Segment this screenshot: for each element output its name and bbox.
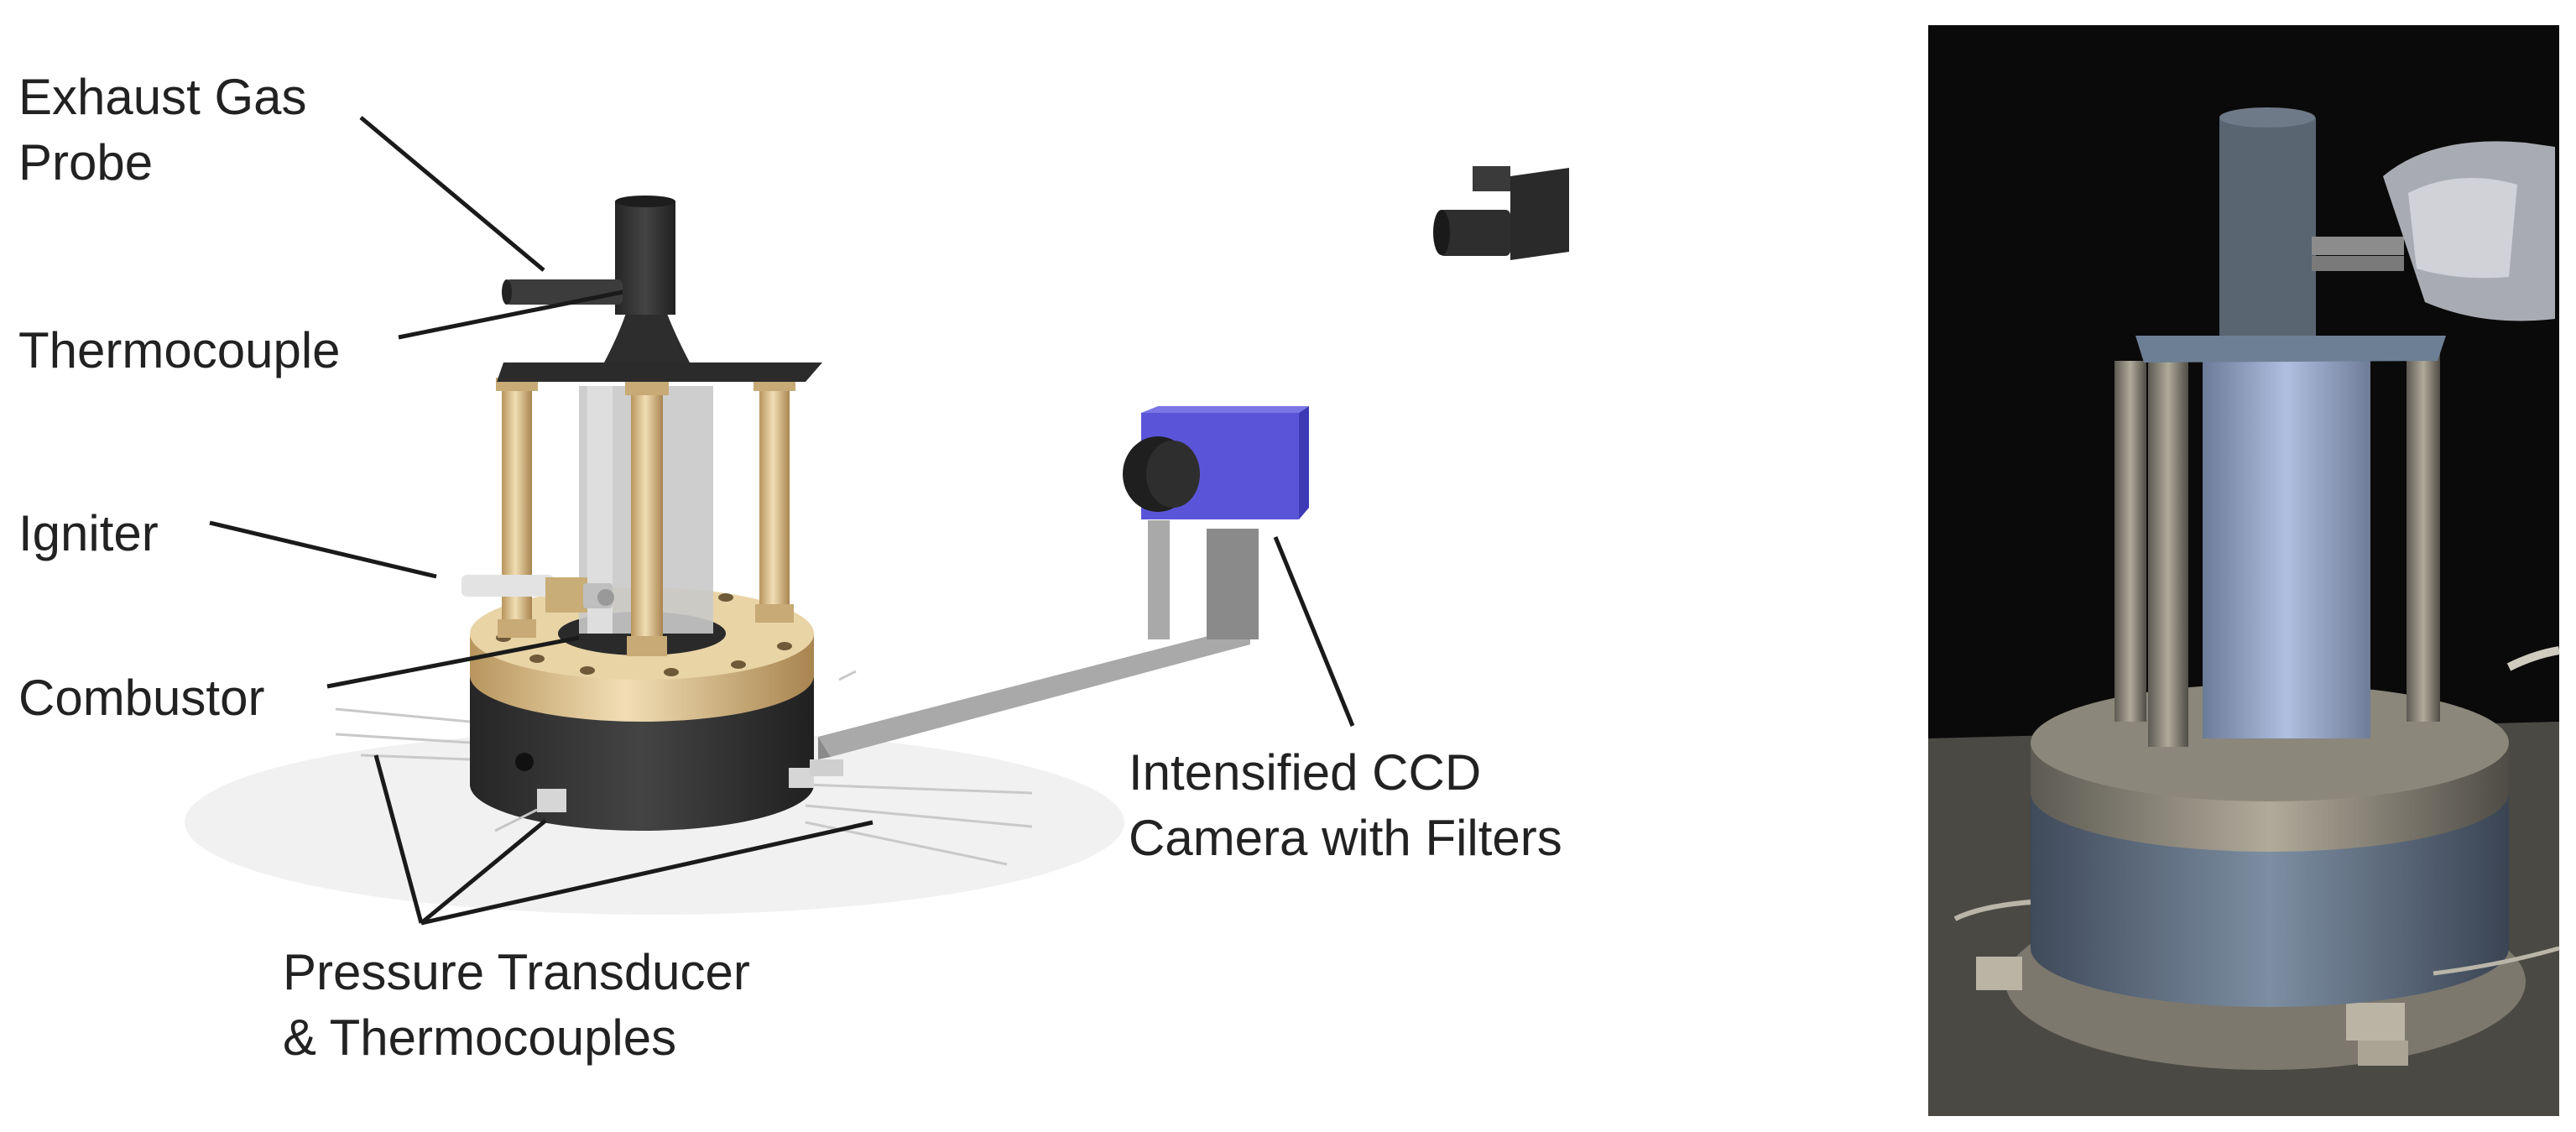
floor-cables	[335, 670, 1033, 866]
label-pressure-line-1: Pressure Transducer	[283, 944, 750, 1000]
iccd-camera	[1123, 406, 1309, 639]
leader-thermocouple	[398, 290, 623, 340]
exhaust-chimney	[502, 196, 690, 363]
label-igniter: Igniter	[18, 505, 159, 561]
label-thermocouple: Thermocouple	[18, 322, 341, 378]
label-pressure-transducer: Pressure Transducer & Thermocouples	[283, 940, 750, 1071]
transducer-fittings	[494, 759, 843, 832]
label-pressure-line-2: & Thermocouples	[283, 1009, 677, 1066]
label-camera-line-2: Camera with Filters	[1129, 810, 1562, 866]
leader-pressure-3	[420, 820, 873, 926]
label-exhaust-line-1: Exhaust Gas	[18, 69, 307, 125]
apparatus-photo	[1928, 25, 2560, 1116]
leader-combustor	[326, 635, 580, 689]
label-iccd-camera: Intensified CCD Camera with Filters	[1129, 740, 1562, 871]
leader-igniter	[209, 520, 437, 579]
label-exhaust-gas-probe: Exhaust Gas Probe	[18, 65, 307, 196]
apparatus-render	[185, 166, 1569, 915]
overhead-camera	[1433, 166, 1569, 260]
leader-pressure-1	[373, 754, 424, 924]
top-plate	[497, 363, 822, 382]
label-exhaust-line-2: Probe	[18, 134, 154, 190]
leader-camera	[1273, 536, 1355, 727]
leader-lines	[209, 116, 1355, 926]
leader-exhaust	[359, 116, 545, 272]
label-combustor: Combustor	[18, 670, 265, 726]
label-camera-line-1: Intensified CCD	[1129, 744, 1482, 801]
camera-rail	[818, 625, 1250, 757]
leader-pressure-2	[420, 819, 547, 925]
igniter	[461, 575, 614, 613]
